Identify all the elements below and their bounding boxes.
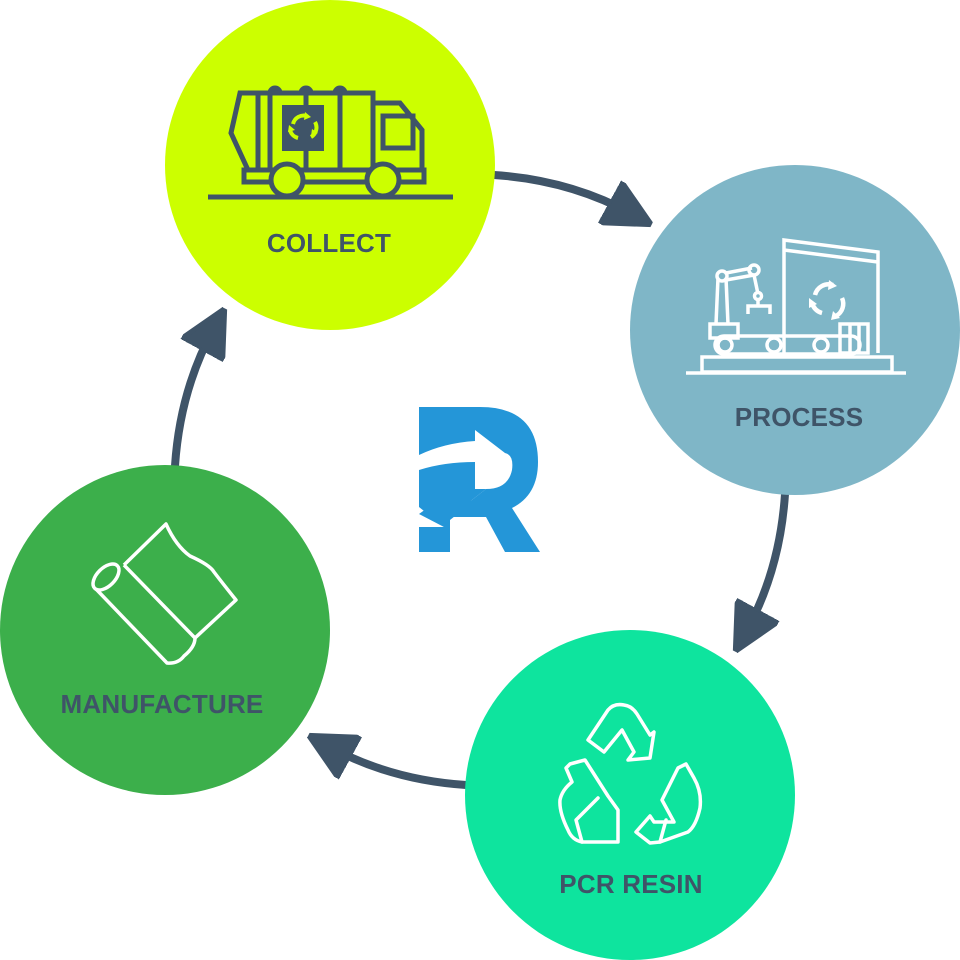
factory-conveyor-icon bbox=[686, 238, 906, 375]
stage-pcr-resin: PCR RESIN bbox=[465, 630, 795, 960]
arrow-process-to-pcr-resin bbox=[746, 493, 789, 632]
arrow-collect-to-process bbox=[493, 171, 632, 214]
stage-collect: COLLECT bbox=[165, 0, 495, 330]
arrow-pcr-resin-to-manufacture bbox=[328, 746, 467, 789]
stage-process: PROCESS bbox=[630, 165, 960, 495]
connector-arrows bbox=[171, 171, 789, 789]
stage-manufacture-circle bbox=[0, 465, 330, 795]
stage-pcr-resin-circle bbox=[465, 630, 795, 960]
stage-process-label: PROCESS bbox=[735, 402, 864, 432]
recycle-icon bbox=[558, 702, 703, 845]
arrow-manufacture-to-collect bbox=[171, 328, 214, 467]
film-roll-icon bbox=[91, 522, 238, 665]
stage-manufacture: MANUFACTURE bbox=[0, 465, 330, 795]
stage-pcr-resin-label: PCR RESIN bbox=[559, 869, 702, 899]
r-logo-icon bbox=[419, 407, 540, 552]
stage-collect-circle bbox=[165, 0, 495, 330]
stage-collect-label: COLLECT bbox=[267, 228, 391, 258]
recycle-badge-icon bbox=[282, 105, 324, 151]
garbage-truck-icon bbox=[208, 85, 453, 200]
stage-manufacture-label: MANUFACTURE bbox=[61, 689, 264, 719]
stage-process-circle bbox=[630, 165, 960, 495]
